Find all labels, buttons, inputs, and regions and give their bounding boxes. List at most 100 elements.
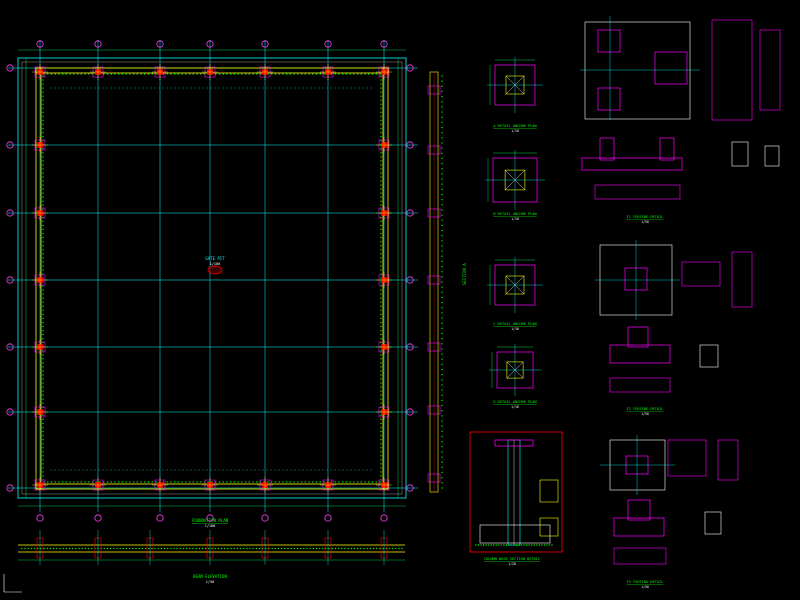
rebar-dot [159, 481, 161, 483]
rebar-dot [441, 312, 443, 314]
rebar-dot [401, 547, 403, 550]
rebar-dot [380, 338, 382, 340]
rebar-dot [144, 481, 146, 483]
rebar-dot [441, 162, 443, 165]
rebar-dot [148, 547, 150, 550]
plan-outer-frame [17, 57, 407, 499]
rebar-dot [136, 73, 138, 75]
grid-bubble-top [94, 40, 102, 48]
grid-bubble-top [324, 40, 332, 48]
rebar-dot [203, 73, 206, 75]
column-section-bolt-detail [539, 517, 559, 537]
rebar-dot [42, 358, 44, 360]
rebar-dot [364, 73, 366, 75]
rebar-dot [144, 73, 146, 75]
rebar-dot [380, 87, 382, 89]
rebar-dot [551, 544, 553, 546]
rebar-dot [441, 446, 443, 448]
rebar-dot [220, 547, 223, 550]
rebar-dot [268, 547, 270, 550]
rebar-dot [42, 398, 44, 400]
footing-f3-side [717, 439, 739, 481]
rebar-dot [380, 75, 382, 77]
rebar-dot [42, 434, 44, 437]
rebar-dot [441, 451, 443, 453]
rebar-dot [42, 95, 44, 97]
rebar-dot [77, 481, 79, 483]
rebar-dot [334, 547, 337, 550]
rebar-dot [368, 481, 370, 483]
rebar-dot [441, 224, 443, 226]
rebar-dot [155, 481, 157, 483]
rebar-dot [380, 305, 382, 307]
rebar-dot [441, 471, 443, 474]
rebar-dot [441, 461, 443, 463]
rebar-dot [233, 547, 235, 550]
rebar-dot [369, 547, 371, 550]
footing-f2-side [731, 251, 753, 308]
detail-b-title: B DETAIL ANCHOR PLAN [493, 212, 536, 216]
rebar-dot [42, 410, 44, 412]
side-section-label: SECTION A [462, 263, 467, 285]
grid-bubble-bottom [36, 514, 44, 522]
rebar-dot [441, 183, 443, 185]
rebar-dot [543, 544, 545, 546]
plan-inner-frame [21, 61, 403, 495]
rebar-dot [441, 410, 443, 412]
rebar-dot [380, 443, 382, 445]
rebar-dot [163, 547, 166, 550]
rebar-dot [196, 481, 198, 483]
footing-f3-rebar-shape [704, 511, 722, 535]
rebar-dot [293, 547, 295, 550]
rebar-dot [42, 463, 44, 465]
rebar-dot [42, 136, 44, 138]
rebar-dot [91, 481, 94, 483]
plan-center-label: GATE PIT [205, 256, 225, 261]
rebar-dot [380, 325, 382, 328]
side-section-node [427, 275, 441, 285]
rebar-dot [205, 547, 207, 550]
rebar-dot [119, 547, 121, 550]
rebar-dot [308, 73, 310, 75]
rebar-dot [42, 119, 44, 122]
rebar-dot [69, 481, 71, 483]
rebar-dot [259, 481, 262, 483]
rebar-dot [441, 338, 443, 340]
foundation-plan [6, 40, 418, 522]
rebar-dot [236, 547, 238, 550]
rebar-dot [255, 547, 257, 550]
rebar-dot [155, 73, 157, 75]
rebar-dot [42, 455, 44, 457]
rebar-dot [42, 245, 44, 247]
column-section-scale: 1/20 [508, 562, 516, 566]
rebar-dot [309, 547, 311, 550]
rebar-dot [380, 463, 382, 465]
rebar-dot [380, 208, 382, 210]
rebar-dot [441, 147, 443, 149]
rebar-dot [42, 382, 44, 384]
rebar-dot [53, 547, 55, 550]
rebar-dot [366, 547, 368, 550]
rebar-dot [241, 73, 243, 75]
rebar-dot [304, 481, 306, 483]
rebar-dot [140, 481, 142, 483]
rebar-dot [289, 73, 291, 75]
grid-bubble-left [6, 209, 14, 217]
rebar-dot [237, 481, 239, 483]
rebar-dot [42, 208, 44, 210]
rebar-dot [189, 547, 191, 550]
rebar-dot [141, 547, 143, 550]
rebar-dot [226, 73, 228, 75]
rebar-dot [441, 255, 443, 257]
rebar-dot [42, 281, 44, 283]
rebar-dot [441, 399, 443, 402]
rebar-dot [42, 430, 44, 433]
rebar-dot [380, 111, 382, 113]
rebar-dot [106, 547, 109, 550]
rebar-dot [338, 481, 340, 483]
rebar-dot [252, 547, 254, 550]
rebar-dot [380, 289, 382, 291]
rebar-dot [441, 235, 443, 237]
rebar-dot [344, 547, 346, 550]
